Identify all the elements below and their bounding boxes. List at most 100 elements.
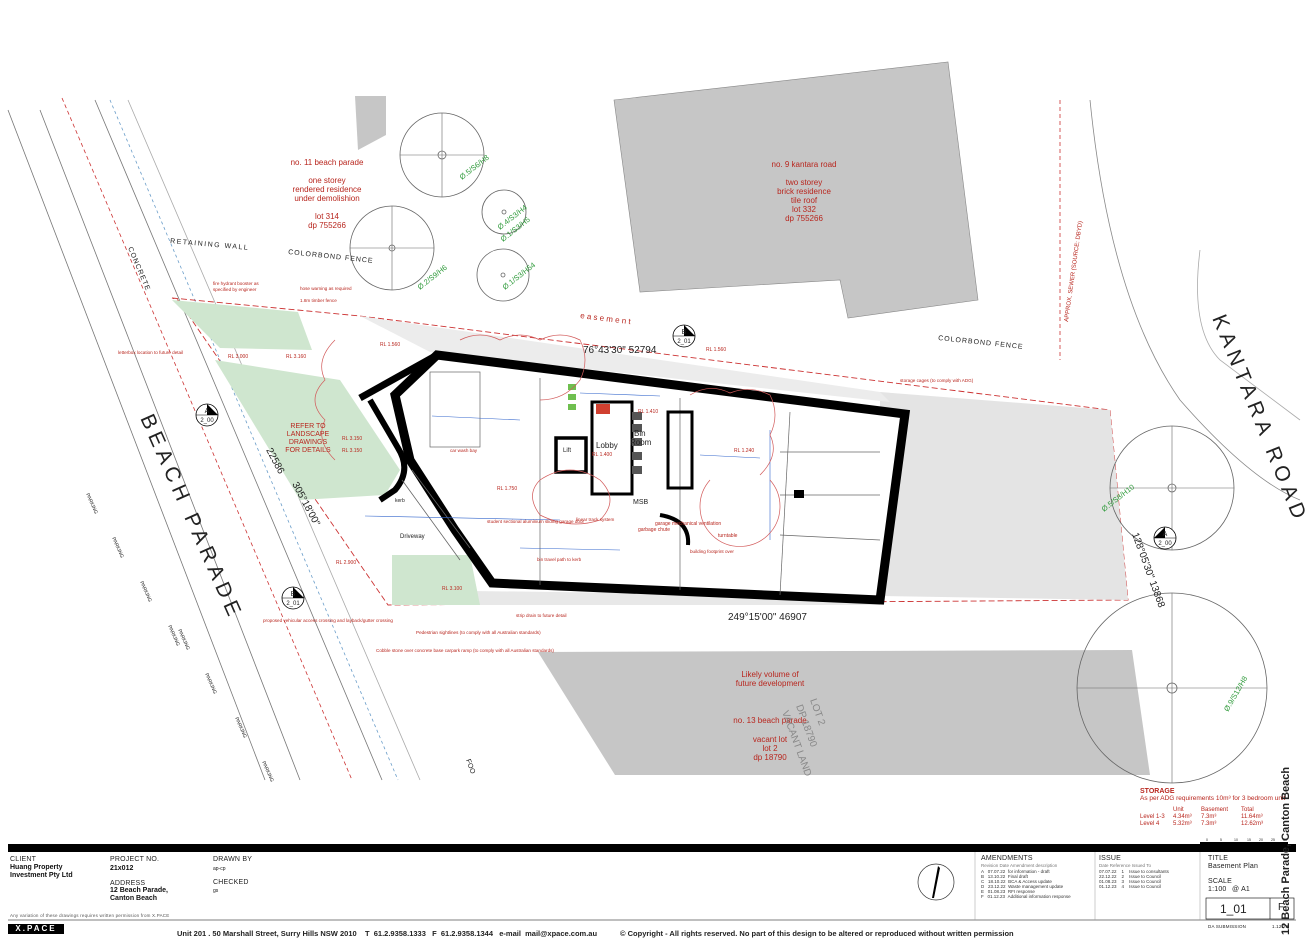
no13-future-development bbox=[538, 650, 1150, 775]
svg-text:RL 1.750: RL 1.750 bbox=[497, 486, 517, 492]
xpace-logo: X.PACE bbox=[8, 924, 64, 934]
svg-text:0: 0 bbox=[1206, 838, 1208, 842]
svg-text:11.64m³: 11.64m³ bbox=[1241, 814, 1263, 820]
svg-text:LANDSCAPE: LANDSCAPE bbox=[287, 431, 330, 438]
no11-existing-structure bbox=[195, 96, 386, 150]
section-ref: 2_01 bbox=[286, 601, 300, 607]
amendment-row: D 23.12.22 Waste management update bbox=[981, 884, 1064, 889]
svg-text:RL 1.240: RL 1.240 bbox=[734, 448, 754, 454]
svg-text:STORAGE: STORAGE bbox=[1140, 788, 1175, 795]
amendments-label: AMENDMENTS bbox=[981, 855, 1033, 862]
bin-units bbox=[632, 412, 642, 474]
msb-label: MSB bbox=[633, 499, 649, 506]
kerb-label: kerb bbox=[395, 498, 405, 504]
svg-text:PARKING: PARKING bbox=[138, 580, 153, 603]
issue-row: 01.12.23 4 Issue to Council bbox=[1099, 884, 1162, 889]
svg-text:Basement: Basement bbox=[1201, 807, 1228, 813]
scale-bar: 0 5 10 15 20 25 30 bbox=[1200, 838, 1288, 845]
svg-text:RL 3.000: RL 3.000 bbox=[228, 354, 248, 360]
svg-text:dp 755266: dp 755266 bbox=[785, 214, 823, 223]
svg-text:dp 18790: dp 18790 bbox=[753, 753, 787, 762]
amendment-row: E 01.08.23 RFI response bbox=[981, 889, 1035, 894]
amendments-columns: Revision Date Amendment description bbox=[981, 863, 1058, 868]
revision-letter: F bbox=[1278, 902, 1285, 913]
svg-text:tile roof: tile roof bbox=[791, 196, 818, 205]
svg-text:RL 1.410: RL 1.410 bbox=[638, 409, 658, 415]
titleblock-bar bbox=[8, 844, 1296, 852]
concrete-label: CONCRETE bbox=[126, 246, 151, 292]
svg-text:lot 314: lot 314 bbox=[315, 212, 340, 221]
issue-row: 01.08.23 3 Issue to Council bbox=[1099, 879, 1162, 884]
svg-text:15: 15 bbox=[1247, 838, 1251, 842]
neighbour-no9-label: no. 9 kantara road two storey brick resi… bbox=[772, 160, 837, 223]
svg-text:7.3m³: 7.3m³ bbox=[1201, 821, 1216, 827]
rl-levels: RL 3.000 RL 3.160 RL 1.560 RL 1.410 RL 1… bbox=[228, 342, 754, 592]
svg-text:future development: future development bbox=[736, 679, 805, 688]
side-path-area bbox=[360, 316, 890, 402]
svg-text:20: 20 bbox=[1259, 838, 1263, 842]
neighbour-no11-label: no. 11 beach parade one storey rendered … bbox=[291, 158, 364, 230]
bearing-bottom: 249°15'00" 46907 bbox=[728, 612, 807, 623]
amendment-row: F 01.12.23 Additional information respon… bbox=[981, 894, 1071, 899]
svg-text:RL 1.400: RL 1.400 bbox=[592, 452, 612, 458]
basement-north-return bbox=[358, 351, 439, 402]
no11-structure-grey bbox=[355, 96, 386, 150]
lobby-label: Lobby bbox=[596, 441, 618, 450]
svg-text:Total: Total bbox=[1241, 807, 1254, 813]
section-letter: A bbox=[205, 408, 210, 415]
bin-room-walls bbox=[590, 400, 634, 496]
bin-room-label: Bin bbox=[634, 429, 646, 438]
scale-label: SCALE bbox=[1208, 878, 1232, 885]
svg-text:Pedestrian sightlines (to comp: Pedestrian sightlines (to comply with al… bbox=[416, 630, 541, 635]
svg-text:RL 3.150: RL 3.150 bbox=[342, 448, 362, 454]
svg-text:RL 3.100: RL 3.100 bbox=[442, 586, 462, 592]
svg-text:specified by engineer: specified by engineer bbox=[213, 287, 257, 292]
basement-outer-wall bbox=[390, 350, 911, 605]
svg-text:4.34m³: 4.34m³ bbox=[1173, 814, 1192, 820]
svg-text:DRAWINGS: DRAWINGS bbox=[289, 439, 328, 446]
status-date: 1.12.23 bbox=[1272, 924, 1289, 929]
sheet-side-title: 12 Beach Parade, Canton Beach bbox=[1280, 766, 1292, 935]
issue-columns: Date Reference Issued To bbox=[1099, 863, 1151, 868]
svg-text:Ø.1/S3/H54: Ø.1/S3/H54 bbox=[501, 260, 537, 291]
address-value: 12 Beach Parade, Canton Beach bbox=[110, 887, 168, 902]
svg-text:Level 4: Level 4 bbox=[1140, 821, 1160, 827]
basement-interior bbox=[429, 371, 881, 596]
svg-text:proposed vehicular access cros: proposed vehicular access crossing and l… bbox=[263, 618, 393, 623]
section-marker-a-left: A 2_00 bbox=[195, 403, 219, 427]
drawn-by-value: ap-cp bbox=[213, 866, 226, 872]
footer-address: Unit 201 . 50 Marshall Street, Surry Hil… bbox=[177, 929, 598, 938]
retaining-wall-label: RETAINING WALL bbox=[170, 238, 250, 252]
drawing-number-box bbox=[1205, 897, 1295, 920]
amendment-row: A 07.07.22 for information - draft bbox=[981, 869, 1050, 874]
checked-label: CHECKED bbox=[213, 879, 249, 886]
landscape-note: REFER TO LANDSCAPE DRAWINGS FOR DETAILS bbox=[285, 423, 331, 454]
stair-core bbox=[666, 410, 694, 490]
svg-text:5: 5 bbox=[1220, 838, 1222, 842]
svg-text:no. 9 kantara road: no. 9 kantara road bbox=[772, 160, 837, 169]
curved-chute-wall bbox=[659, 513, 691, 546]
svg-text:lot 332: lot 332 bbox=[792, 205, 817, 214]
service-lines bbox=[364, 392, 771, 551]
landscape-zone-south bbox=[392, 555, 480, 605]
svg-text:no. 11 beach parade: no. 11 beach parade bbox=[291, 158, 364, 167]
svg-text:10: 10 bbox=[1234, 838, 1238, 842]
kantara-road-edge bbox=[1059, 99, 1301, 501]
status-label: DA SUBMISSION bbox=[1208, 924, 1247, 929]
svg-text:Likely volume of: Likely volume of bbox=[741, 670, 799, 679]
checked-value: gs bbox=[213, 888, 219, 894]
landscape-zone-north bbox=[172, 300, 312, 350]
svg-text:two storey: two storey bbox=[786, 178, 822, 187]
landscape-zone-mid bbox=[215, 360, 400, 500]
fence-top-label: COLORBOND FENCE bbox=[288, 249, 374, 265]
issue-row: 22.12.22 2 Issue to Council bbox=[1099, 874, 1162, 879]
svg-text:As per ADG requirements 10m³ f: As per ADG requirements 10m³ for 3 bedro… bbox=[1140, 795, 1285, 802]
issue-label: ISSUE bbox=[1099, 855, 1122, 862]
svg-text:REFER TO: REFER TO bbox=[290, 423, 326, 430]
svg-text:dp 755266: dp 755266 bbox=[308, 221, 346, 230]
disclaimer: Any variation of these drawings requires… bbox=[10, 913, 170, 918]
drawing-notes: fire hydrant booster as specified by eng… bbox=[118, 281, 974, 653]
svg-text:12.62m³: 12.62m³ bbox=[1241, 821, 1263, 827]
svg-text:no. 13 beach parade: no. 13 beach parade bbox=[733, 716, 807, 725]
